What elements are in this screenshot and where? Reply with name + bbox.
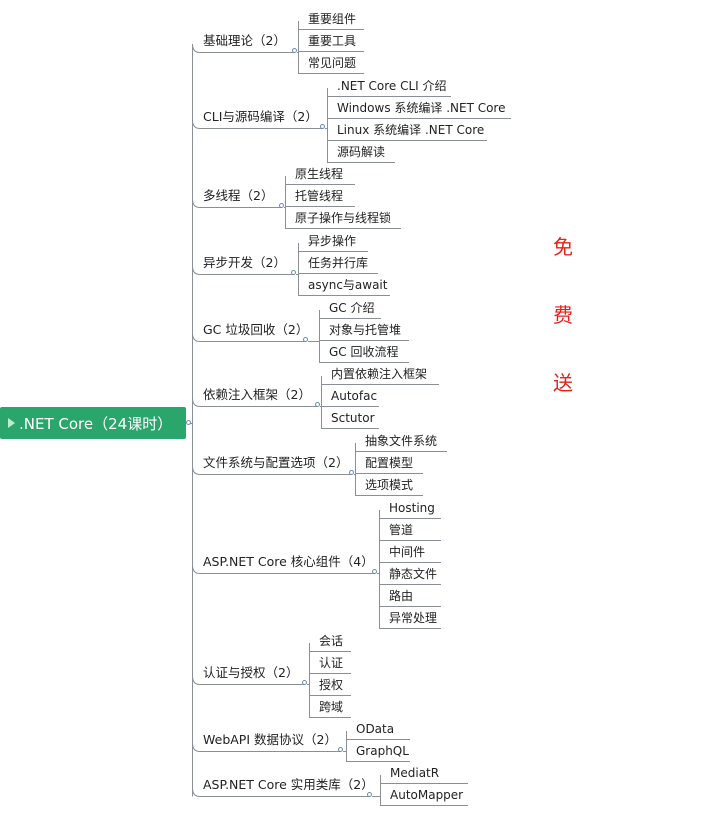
leaf-topic[interactable]: 对象与托管堆	[329, 323, 402, 337]
leaf-topic[interactable]: 路由	[389, 589, 414, 603]
leaf-topic[interactable]: 静态文件	[389, 567, 438, 581]
free-stamp: 免 费 送	[548, 230, 578, 434]
leaf-topic[interactable]: 抽象文件系统	[365, 434, 438, 448]
branch-underline	[192, 119, 323, 129]
branch-underline	[192, 332, 306, 342]
leaf-topic[interactable]: Autofac	[331, 389, 378, 403]
branch-underline	[192, 465, 352, 475]
branch-label[interactable]: 文件系统与配置选项（2）	[203, 455, 349, 470]
stamp-char: 送	[553, 371, 573, 395]
branch-label[interactable]: 认证与授权（2）	[203, 665, 299, 680]
branch-label[interactable]: ASP.NET Core 实用类库（2）	[203, 777, 374, 792]
leaf-topic[interactable]: 常见问题	[308, 56, 357, 70]
stamp-char: 费	[553, 303, 573, 327]
leaf-topic[interactable]: 认证	[319, 656, 344, 670]
branch-collapse-toggle[interactable]	[291, 270, 296, 275]
leaf-topic[interactable]: GraphQL	[356, 744, 409, 758]
branch-collapse-toggle[interactable]	[349, 470, 354, 475]
branch-underline	[192, 675, 305, 685]
branch-collapse-toggle[interactable]	[338, 747, 343, 752]
branch-collapse-toggle[interactable]	[302, 680, 307, 685]
root-collapse-toggle[interactable]	[186, 420, 191, 425]
leaf-topic[interactable]: Linux 系统编译 .NET Core	[337, 123, 485, 137]
root-label: .NET Core（24课时）	[19, 414, 173, 433]
leaf-topic[interactable]: 重要工具	[308, 34, 357, 48]
leaf-topic[interactable]: MediatR	[390, 766, 440, 780]
branch-label[interactable]: GC 垃圾回收（2）	[203, 322, 309, 337]
flag-icon	[8, 418, 15, 428]
stamp-char: 免	[553, 235, 573, 259]
leaf-topic[interactable]: GC 回收流程	[329, 345, 399, 359]
leaf-topic[interactable]: 中间件	[389, 545, 426, 559]
leaf-topic[interactable]: 授权	[319, 678, 344, 692]
leaf-topic[interactable]: AutoMapper	[390, 788, 464, 802]
branch-underline	[192, 742, 341, 752]
branch-label[interactable]: WebAPI 数据协议（2）	[203, 732, 337, 747]
branch-underline	[192, 198, 282, 208]
branch-collapse-toggle[interactable]	[315, 402, 320, 407]
leaf-topic[interactable]: 异步操作	[308, 234, 357, 248]
branch-underline	[192, 265, 294, 275]
leaf-topic[interactable]: 异常处理	[389, 611, 438, 625]
branch-collapse-toggle[interactable]	[303, 337, 308, 342]
leaf-topic[interactable]: 内置依赖注入框架	[331, 367, 428, 381]
leaf-topic[interactable]: GC 介绍	[329, 301, 375, 315]
leaf-topic[interactable]: 配置模型	[365, 456, 414, 470]
branch-label[interactable]: 异步开发（2）	[203, 255, 286, 270]
branch-underline	[192, 564, 375, 574]
branch-label[interactable]: ASP.NET Core 核心组件（4）	[203, 554, 374, 569]
leaf-topic[interactable]: async与await	[308, 278, 388, 292]
branch-underline	[192, 397, 318, 407]
branch-collapse-toggle[interactable]	[367, 792, 372, 797]
branch-collapse-toggle[interactable]	[320, 124, 325, 129]
leaf-topic[interactable]: 源码解读	[337, 145, 386, 159]
leaf-topic[interactable]: Windows 系统编译 .NET Core	[337, 101, 506, 115]
leaf-topic[interactable]: 跨域	[319, 700, 344, 714]
leaf-topic[interactable]: .NET Core CLI 介绍	[337, 79, 447, 93]
branch-label[interactable]: 多线程（2）	[203, 188, 274, 203]
branch-underline	[192, 787, 370, 797]
leaf-topic[interactable]: Sctutor	[331, 411, 375, 425]
leaf-topic[interactable]: 任务并行库	[308, 256, 369, 270]
root-node[interactable]: .NET Core（24课时）	[0, 407, 186, 439]
leaf-topic[interactable]: 选项模式	[365, 478, 414, 492]
branch-label[interactable]: 基础理论（2）	[203, 33, 286, 48]
branch-collapse-toggle[interactable]	[372, 569, 377, 574]
branch-collapse-toggle[interactable]	[279, 203, 284, 208]
branch-label[interactable]: CLI与源码编译（2）	[203, 109, 318, 124]
leaf-topic[interactable]: 原生线程	[295, 167, 344, 181]
leaf-topic[interactable]: 管道	[389, 523, 414, 537]
leaf-topic[interactable]: Hosting	[389, 501, 435, 515]
leaf-topic[interactable]: OData	[356, 722, 395, 736]
branch-collapse-toggle[interactable]	[292, 48, 297, 53]
branch-label[interactable]: 依赖注入框架（2）	[203, 387, 311, 402]
leaf-topic[interactable]: 会话	[319, 634, 344, 648]
leaf-topic[interactable]: 重要组件	[308, 12, 357, 26]
leaf-topic[interactable]: 原子操作与线程锁	[295, 211, 392, 225]
leaf-topic[interactable]: 托管线程	[295, 189, 344, 203]
branch-underline	[192, 43, 295, 53]
